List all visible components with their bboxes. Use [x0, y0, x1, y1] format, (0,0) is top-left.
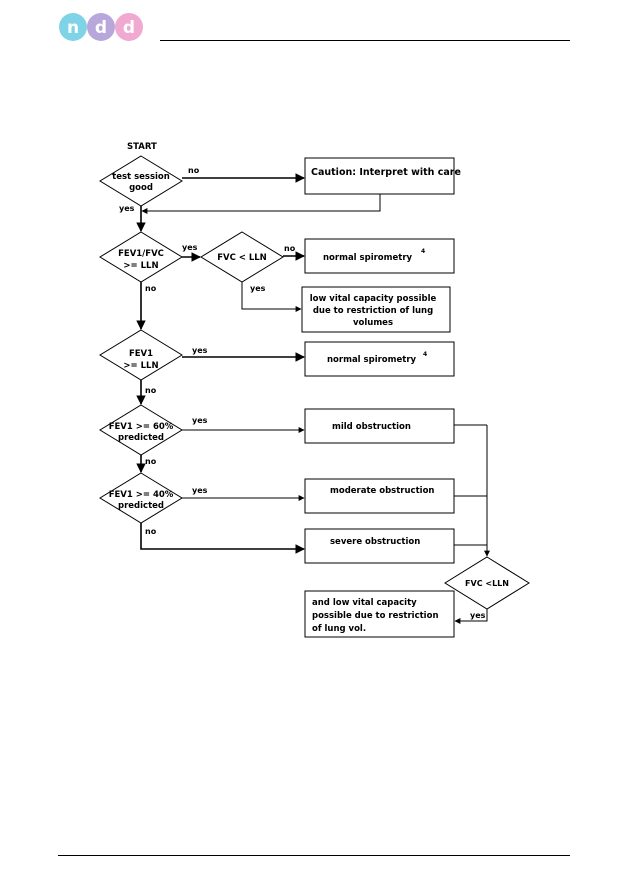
box-low-vital-capacity-2 — [304, 590, 455, 638]
decision-fvc-lln-1-text: FVC < LLN — [217, 253, 267, 263]
box-low-vital-capacity-line3: volumes — [353, 318, 393, 328]
decision-fev1-fvc-line2: >= LLN — [123, 261, 158, 271]
box-caution-text: Caution: Interpret with care — [311, 167, 461, 178]
logo-letter-d1: d — [95, 18, 107, 38]
start-label: START — [127, 142, 157, 152]
box-moderate-obstruction-text: moderate obstruction — [330, 486, 434, 496]
decision-fev1-lln-line2: >= LLN — [123, 361, 158, 371]
box-severe-obstruction — [304, 528, 455, 564]
box-low-vital-capacity-2-line2: possible due to restriction — [312, 611, 439, 621]
logo-letter-d2: d — [123, 18, 135, 38]
decision-fev1-40-line2: predicted — [118, 501, 164, 511]
box-low-vital-capacity-2-line1: and low vital capacity — [312, 598, 417, 608]
footer-rule — [58, 855, 570, 856]
decision-fvc-lln-2-text: FVC <LLN — [465, 579, 509, 588]
logo-circle-d1 — [87, 13, 115, 41]
edge-label-no-2: no — [284, 244, 296, 253]
edge-label-yes-5: yes — [192, 416, 208, 425]
decision-fev1-40-line1: FEV1 >= 40% — [109, 490, 174, 500]
box-normal-spirometry-2-text: normal spirometry — [327, 355, 417, 365]
edge-label-no-1: no — [188, 166, 200, 175]
decision-fev1-lln-line1: FEV1 — [129, 349, 153, 359]
decision-test-session-line1: test session — [112, 172, 170, 182]
footnote-marker-1: 4 — [421, 248, 425, 255]
decision-fev1-60-line1: FEV1 >= 60% — [109, 422, 174, 432]
decision-test-session-line2: good — [129, 183, 153, 193]
ndd-logo: n d d — [59, 13, 143, 41]
box-normal-spirometry-2 — [304, 341, 455, 377]
logo-circle-d2 — [115, 13, 143, 41]
decision-fev1-60-line2: predicted — [118, 433, 164, 443]
header-rule — [160, 40, 570, 41]
edge-label-yes-1: yes — [119, 204, 135, 213]
box-normal-spirometry-1-text: normal spirometry — [323, 253, 413, 263]
box-low-vital-capacity-line2: due to restriction of lung — [313, 306, 433, 316]
box-mild-obstruction — [304, 408, 455, 444]
footnote-marker-2: 4 — [423, 351, 427, 358]
edge-label-no-6: no — [145, 527, 157, 536]
decision-fev1-fvc-line1: FEV1/FVC — [118, 249, 164, 259]
box-moderate-obstruction — [304, 478, 455, 514]
edge-label-yes-2: yes — [182, 243, 198, 252]
box-low-vital-capacity-2-line3: of lung vol. — [312, 624, 366, 634]
box-mild-obstruction-text: mild obstruction — [332, 422, 411, 432]
box-normal-spirometry-1 — [304, 238, 455, 274]
logo-circle-n — [59, 13, 87, 41]
edge-label-no-3: no — [145, 284, 157, 293]
edge-label-yes-4: yes — [192, 346, 208, 355]
edge-label-yes-7: yes — [470, 611, 486, 620]
logo-letter-n: n — [67, 18, 79, 38]
edge-label-no-5: no — [145, 457, 157, 466]
edge-label-yes-3: yes — [250, 284, 266, 293]
box-severe-obstruction-text: severe obstruction — [330, 537, 420, 547]
edge-label-yes-6: yes — [192, 486, 208, 495]
edge-label-no-4: no — [145, 386, 157, 395]
box-low-vital-capacity — [301, 286, 451, 333]
box-low-vital-capacity-line1: low vital capacity possible — [310, 294, 437, 304]
